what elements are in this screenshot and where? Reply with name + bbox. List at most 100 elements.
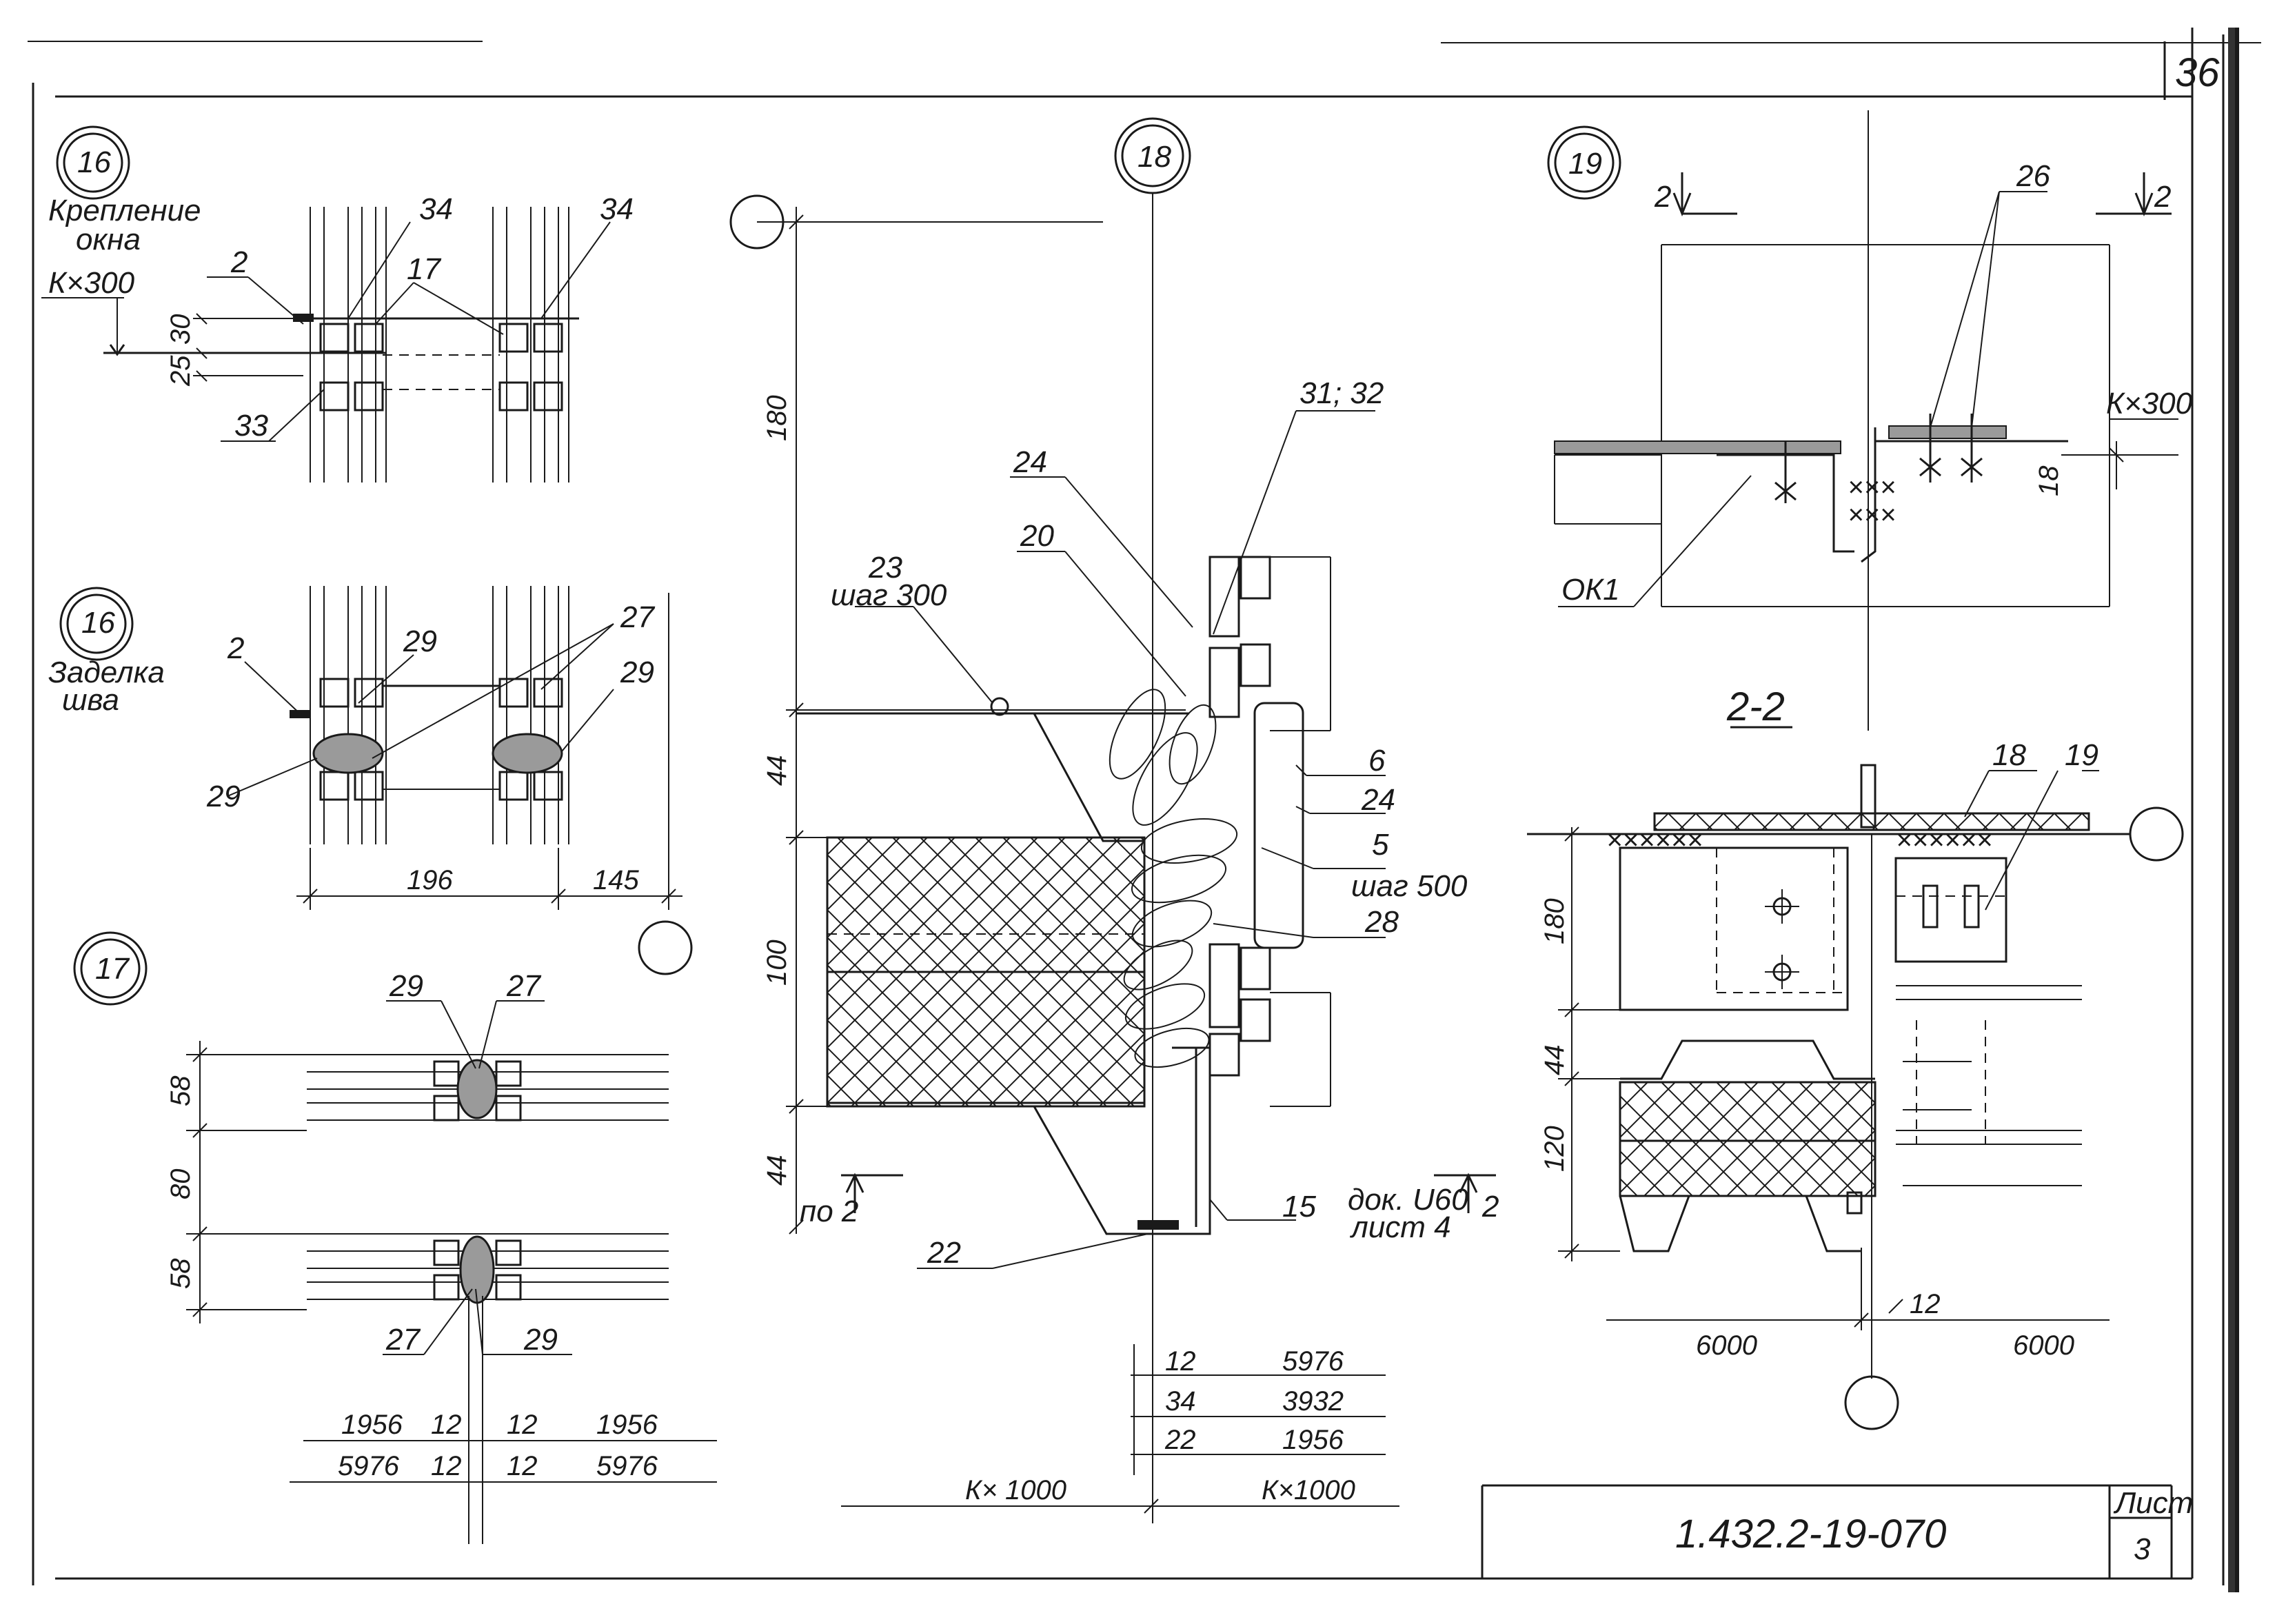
node-16a-callout-34b: 34 bbox=[600, 192, 634, 226]
node-18-callout-5-step: шаг 500 bbox=[1351, 869, 1468, 903]
node-16a-title-1: Крепление bbox=[48, 194, 201, 227]
node-18-dim-44b: 44 bbox=[762, 1155, 792, 1186]
node-18-row1-right: 5976 bbox=[1282, 1346, 1344, 1377]
node-17-row1-midl: 12 bbox=[431, 1410, 462, 1440]
node-18-row3-left: 22 bbox=[1164, 1425, 1196, 1455]
node-18-callout-28: 28 bbox=[1364, 905, 1399, 939]
node-18-doc-2: лист 4 bbox=[1349, 1210, 1451, 1244]
node-16a-callout-33: 33 bbox=[234, 409, 268, 443]
node-19-dim-18: 18 bbox=[2034, 465, 2064, 496]
node-19-callout-26: 26 bbox=[2016, 159, 2050, 193]
node-17-dim-80: 80 bbox=[165, 1169, 196, 1200]
page-number: 36 bbox=[2175, 50, 2220, 95]
node-16a-callout-17: 17 bbox=[407, 252, 441, 286]
section-2-2-dim-120: 120 bbox=[1539, 1126, 1570, 1172]
node-17-row2-right: 5976 bbox=[596, 1451, 658, 1481]
svg-text:×××: ××× bbox=[1848, 500, 1896, 530]
node-19-level: К×300 bbox=[2106, 387, 2193, 420]
section-2-2-dim-180: 180 bbox=[1539, 898, 1570, 944]
node-16a-callout-34a: 34 bbox=[419, 192, 453, 226]
node-16b-dim-196: 196 bbox=[407, 865, 453, 895]
node-18-callout-22: 22 bbox=[927, 1236, 961, 1270]
node-17-row1-left: 1956 bbox=[341, 1410, 403, 1440]
section-2-2-title: 2-2 bbox=[1726, 684, 1785, 729]
node-17-row1-midr: 12 bbox=[507, 1410, 538, 1440]
node-18-row2-right: 3932 bbox=[1282, 1386, 1344, 1417]
node-16b-callout-2: 2 bbox=[227, 631, 244, 665]
section-2-2-bottom-left: 6000 bbox=[1696, 1330, 1757, 1361]
node-16b-callout-29b: 29 bbox=[620, 656, 654, 689]
node-17-dim-58a: 58 bbox=[165, 1075, 196, 1106]
section-2-2-dim-44: 44 bbox=[1539, 1045, 1570, 1076]
section-2-2: ×××××× ×××××× bbox=[1527, 726, 2184, 1430]
node-18-callout-5: 5 bbox=[1372, 828, 1389, 862]
list-number: 3 bbox=[2134, 1532, 2151, 1566]
section-2-2-callout-19: 19 bbox=[2065, 738, 2098, 772]
svg-text:××××××: ×××××× bbox=[1606, 825, 1703, 855]
node-18-callout-15: 15 bbox=[1282, 1190, 1316, 1224]
node-19-number: 19 bbox=[1568, 147, 1602, 181]
node-18-bottom-left: К× 1000 bbox=[965, 1475, 1066, 1505]
node-18-number: 18 bbox=[1137, 140, 1171, 174]
node-18-row2-left: 34 bbox=[1165, 1386, 1196, 1417]
section-2-2-bottom-right: 6000 bbox=[2013, 1330, 2074, 1361]
title-block bbox=[1481, 1484, 2173, 1579]
node-18 bbox=[729, 117, 1496, 1523]
node-16-window-fixing bbox=[41, 125, 611, 483]
node-19-callout-ok1: ОК1 bbox=[1561, 573, 1620, 607]
drawing-code: 1.432.2-19-070 bbox=[1675, 1512, 1946, 1556]
node-18-callout-24a: 24 bbox=[1013, 445, 1047, 479]
node-18-dim-180: 180 bbox=[762, 395, 792, 441]
node-16a-dim-30: 30 bbox=[165, 314, 196, 345]
svg-text:×××: ××× bbox=[1848, 472, 1896, 503]
node-16-seam-sealing bbox=[59, 586, 693, 975]
node-18-doc-1: док. U60 bbox=[1348, 1183, 1468, 1217]
node-18-bottom-right: К×1000 bbox=[1262, 1475, 1355, 1505]
node-16a-level: К×300 bbox=[48, 266, 135, 300]
section-2-2-dim-12: 12 bbox=[1910, 1289, 1941, 1319]
node-18-callout-3132: 31; 32 bbox=[1299, 376, 1384, 410]
node-16b-callout-29a: 29 bbox=[403, 625, 437, 658]
node-16b-number: 16 bbox=[81, 606, 115, 640]
node-18-callout-23: 23 bbox=[868, 551, 902, 585]
list-label: Лист bbox=[2113, 1486, 2193, 1520]
node-18-section-mark: 2 bbox=[1481, 1190, 1499, 1224]
node-17-number: 17 bbox=[95, 952, 130, 986]
node-16b-title-2: шва bbox=[62, 683, 119, 717]
node-17-callout-27a: 27 bbox=[506, 969, 541, 1003]
node-16b-callout-27: 27 bbox=[620, 600, 655, 634]
node-17-callout-27b: 27 bbox=[385, 1323, 421, 1357]
node-18-dim-100: 100 bbox=[762, 940, 792, 986]
node-17-callout-29a: 29 bbox=[389, 969, 423, 1003]
node-18-section-left: по 2 bbox=[800, 1195, 858, 1228]
node-16b-callout-29c: 29 bbox=[206, 780, 241, 813]
node-16a-title-2: окна bbox=[76, 223, 141, 256]
node-17 bbox=[73, 931, 717, 1544]
node-19: ××× ××× bbox=[1547, 110, 2178, 731]
node-16a-callout-2: 2 bbox=[230, 245, 247, 279]
node-16b-dim-145: 145 bbox=[593, 865, 639, 895]
node-18-row1-left: 12 bbox=[1165, 1346, 1196, 1377]
node-18-callout-20: 20 bbox=[1020, 519, 1054, 553]
node-17-row1-right: 1956 bbox=[596, 1410, 658, 1440]
node-18-callout-24b: 24 bbox=[1361, 783, 1395, 817]
node-18-row3-right: 1956 bbox=[1282, 1425, 1344, 1455]
node-17-dim-58b: 58 bbox=[165, 1258, 196, 1289]
node-16b-title-1: Заделка bbox=[48, 656, 165, 689]
svg-text:××××××: ×××××× bbox=[1896, 825, 1992, 855]
node-19-section-left: 2 bbox=[1654, 180, 1671, 214]
node-18-dim-44a: 44 bbox=[762, 755, 792, 786]
node-16a-number: 16 bbox=[77, 145, 111, 179]
node-17-row2-midr: 12 bbox=[507, 1451, 538, 1481]
node-16a-dim-25: 25 bbox=[165, 355, 196, 387]
node-18-callout-23-step: шаг 300 bbox=[831, 578, 947, 612]
section-2-2-callout-18: 18 bbox=[1992, 738, 2026, 772]
node-18-callout-6: 6 bbox=[1368, 744, 1386, 778]
sheet-frame bbox=[28, 28, 2261, 1592]
node-17-row2-midl: 12 bbox=[431, 1451, 462, 1481]
node-17-callout-29b: 29 bbox=[523, 1323, 558, 1357]
node-19-section-right: 2 bbox=[2154, 180, 2171, 214]
node-17-row2-left: 5976 bbox=[338, 1451, 400, 1481]
